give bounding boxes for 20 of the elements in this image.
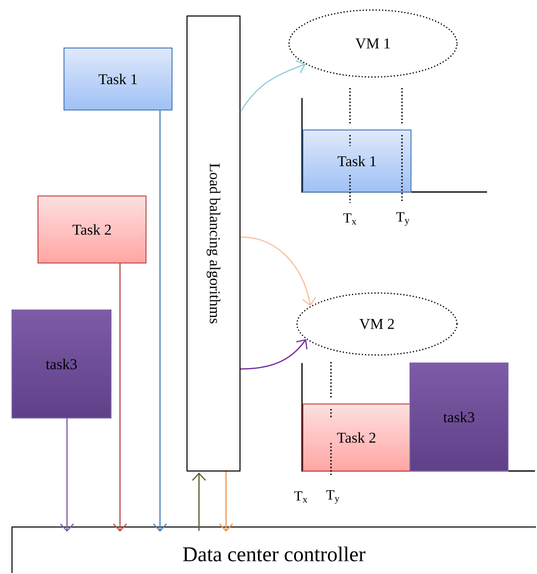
- time-label: T$_{x}$: [294, 491, 308, 503]
- task-box: task3: [12, 310, 112, 418]
- task-box: Task 2: [38, 196, 146, 264]
- arrow: [113, 264, 127, 532]
- algorithm-box: Load balancing algorithms: [186, 16, 240, 472]
- time-label: T$_{x}$: [343, 213, 356, 225]
- arrow: [240, 60, 306, 112]
- controller-box: Data center controller: [12, 526, 536, 574]
- arrow: [192, 472, 206, 531]
- arrow: [153, 110, 167, 532]
- task-box: Task 1: [302, 130, 412, 192]
- arrow: [240, 236, 316, 306]
- task-box: task3: [410, 362, 508, 472]
- task-box: Task 1: [64, 48, 172, 110]
- time-label: T$_{y}$: [396, 212, 410, 226]
- arrow: [240, 339, 308, 370]
- task-box: Task 2: [302, 404, 410, 472]
- time-label: T$_{y}$: [326, 490, 340, 504]
- arrow: [60, 418, 74, 532]
- arrow: [219, 472, 233, 532]
